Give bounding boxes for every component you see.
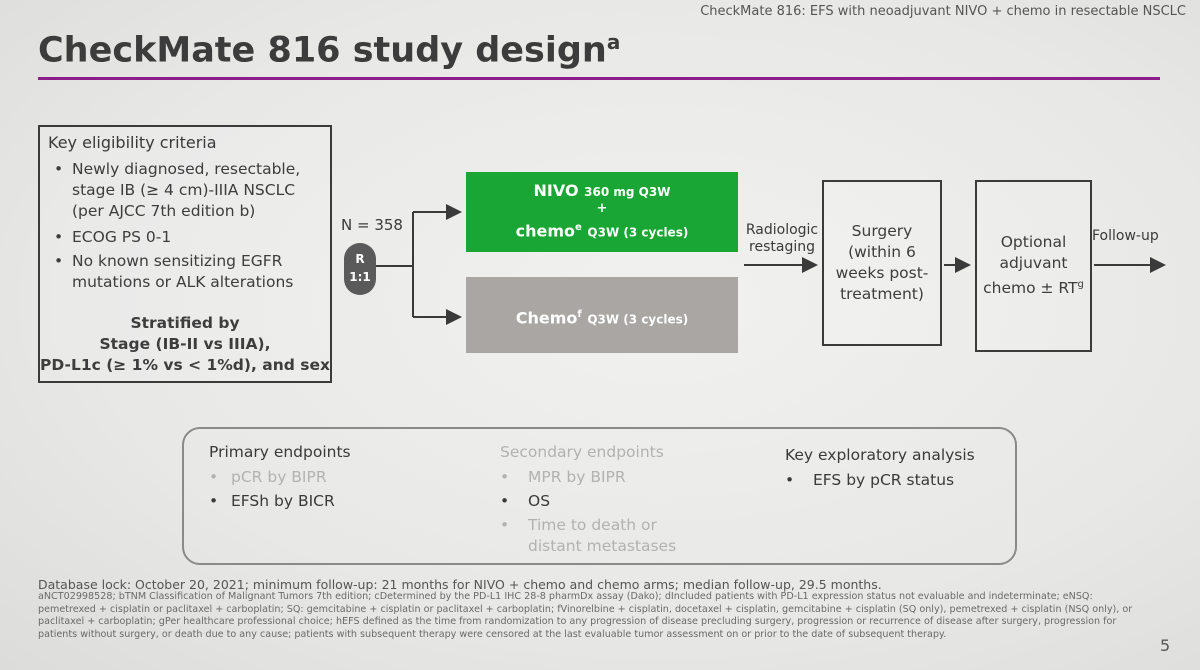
secondary-endpoints-title: Secondary endpoints <box>500 443 664 461</box>
footnotes: aNCT02998528; bTNM Classification of Mal… <box>38 591 1133 640</box>
flow-arrows <box>376 204 1166 325</box>
exploratory-title: Key exploratory analysis <box>785 446 975 464</box>
surgery-box: Surgery (within 6 weeks post-treatment) <box>822 180 942 346</box>
endpoint-item: •EFSh by BICR <box>209 492 335 510</box>
title-divider <box>38 77 1160 80</box>
slide-title: CheckMate 816 study designa <box>38 30 621 71</box>
randomization-badge: R 1:1 <box>344 243 376 295</box>
followup-label: Follow-up <box>1092 228 1159 244</box>
nivo-chemo-arm: NIVO 360 mg Q3W + chemoe Q3W (3 cycles) <box>466 172 738 252</box>
sample-size: N = 358 <box>341 216 403 234</box>
chemo-arm: Chemof Q3W (3 cycles) <box>466 277 738 353</box>
restaging-label: Radiologic restaging <box>745 222 819 255</box>
endpoint-item: •EFS by pCR status <box>785 471 955 489</box>
database-lock-note: Database lock: October 20, 2021; minimum… <box>38 577 882 592</box>
endpoint-item: •OS <box>500 492 551 510</box>
endpoint-item: •pCR by BIPR <box>209 468 327 486</box>
eligibility-title: Key eligibility criteria <box>48 133 217 152</box>
endpoints-box <box>182 427 1017 565</box>
eligibility-item: •ECOG PS 0-1 <box>54 228 172 246</box>
eligibility-item: •Newly diagnosed, resectable, stage IB (… <box>54 160 301 220</box>
endpoint-item: •MPR by BIPR <box>500 468 626 486</box>
eligibility-box <box>38 125 332 383</box>
stratification: Stratified by Stage (IB-II vs IIIA), PD-… <box>40 314 330 374</box>
eligibility-item: •No known sensitizing EGFR mutations or … <box>54 252 294 291</box>
slide-header: CheckMate 816: EFS with neoadjuvant NIVO… <box>700 4 1186 19</box>
page-number: 5 <box>1160 636 1171 655</box>
primary-endpoints-title: Primary endpoints <box>209 443 351 461</box>
